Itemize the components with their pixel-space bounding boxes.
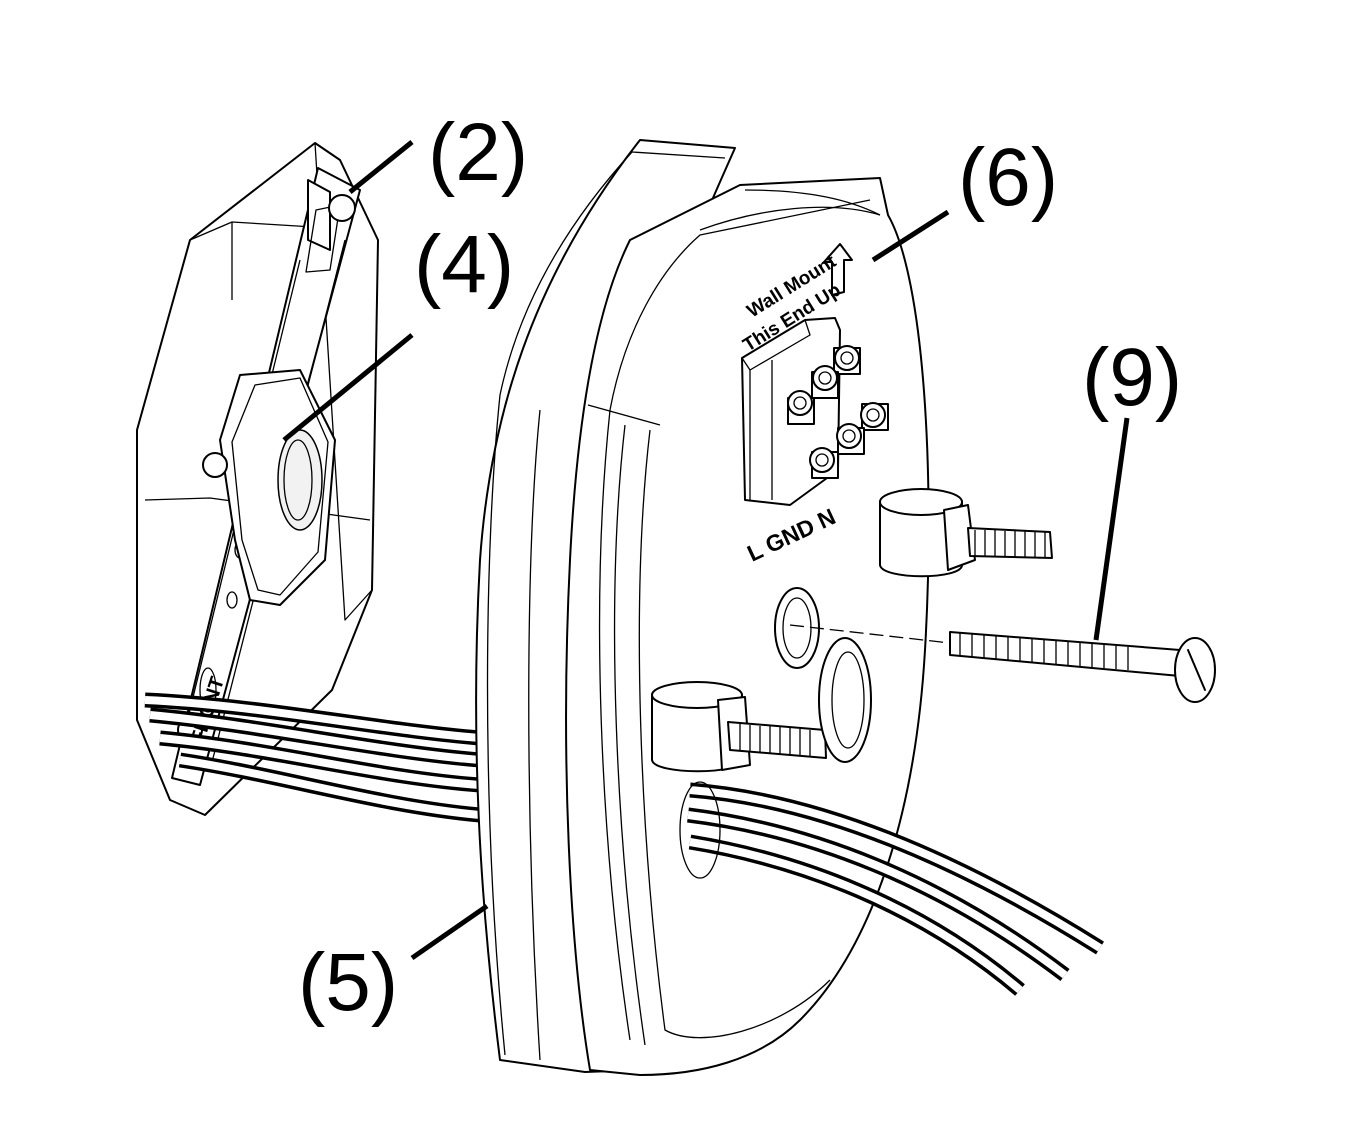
mounting-screw: [789, 624, 1216, 703]
up-arrow-icon: [823, 243, 853, 296]
terminal-screw-3: [787, 390, 815, 425]
leader-lines: [282, 140, 1130, 961]
terminal-screw-2: [811, 365, 839, 399]
standoff-lower: [651, 681, 827, 773]
adapter-nut: [202, 369, 336, 606]
terminal-screw-5: [836, 423, 865, 455]
leader-4: [282, 333, 414, 442]
callout-2: (2): [428, 107, 528, 198]
standoff-upper: [879, 488, 1053, 578]
callout-4: (4): [414, 219, 514, 310]
leader-9: [1093, 417, 1130, 641]
wall-box-wires: [144, 692, 481, 823]
leader-2: [348, 140, 414, 194]
callout-5: (5): [298, 937, 398, 1028]
cover-plate: [565, 177, 930, 1076]
callout-9: (9): [1082, 332, 1182, 423]
center-holes: [774, 587, 872, 763]
terminal-screw-1: [833, 345, 861, 375]
callout-6: (6): [958, 132, 1058, 223]
cover-wires: [679, 781, 1104, 996]
terminal-screw-6: [809, 447, 839, 479]
terminal-screw-4: [860, 402, 889, 431]
leader-5: [410, 903, 489, 961]
leader-6: [871, 209, 950, 263]
